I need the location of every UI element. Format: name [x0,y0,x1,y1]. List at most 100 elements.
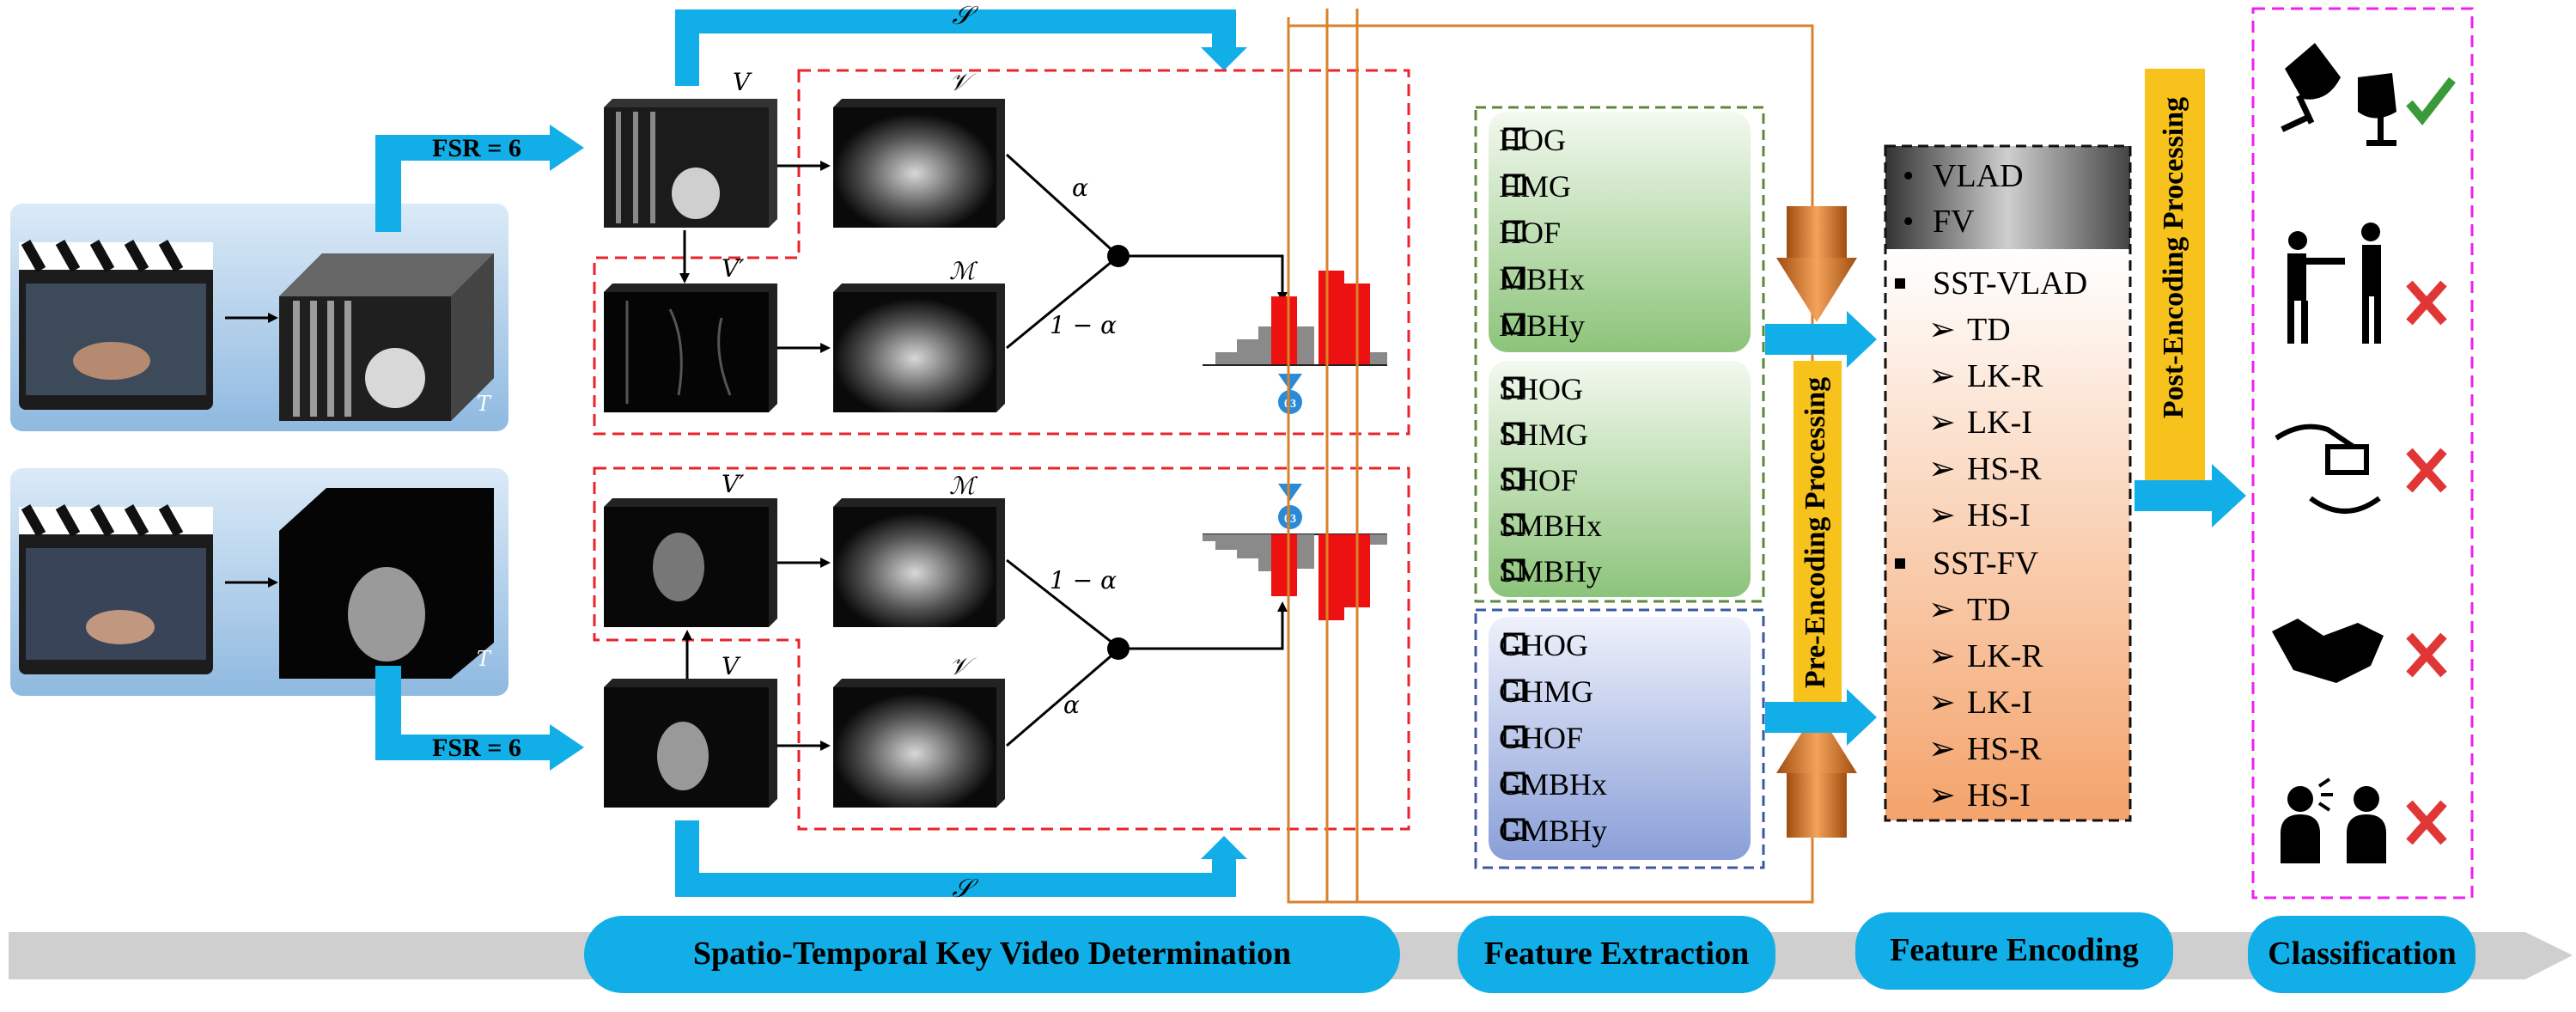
encoding-item: HS-I [1967,497,2031,533]
cross-icon [2406,632,2447,678]
encoding-item: HS-I [1967,777,2031,814]
blue-dashed-group [1474,608,1765,869]
temporal-axis-label: T [477,647,492,671]
pre-encoding-label: Pre-Encoding Processing [1800,377,1831,688]
classification-panel [2251,7,2474,899]
fusion-node-bottom: 1 − α α [1006,558,1288,747]
input-clip-top: T [10,204,509,431]
encoding-box: • VLAD • FV SST-VLAD ➢ TD ➢ LK-R ➢ LK-I … [1884,144,2132,822]
input-clip-bottom: T [10,468,509,696]
medal-label: 03 [1284,398,1296,411]
handshake-icon [2272,619,2384,683]
feature-box-group3: GHOG GHMG GHOF GMBHx GMBHy [1489,617,1751,860]
v-label: V [722,652,741,680]
temporal-axis-label: T [477,392,492,416]
orange-connectors [1287,9,1814,904]
one-minus-alpha-label: 1 − α [1050,566,1117,594]
encoding-item: FV [1933,204,1975,240]
saliency-map-v-top: 𝒱 [833,68,1005,228]
fsr-label: FSR = 6 [432,134,521,162]
feature-box-group1: HOG HMG HOF MBHx MBHy [1489,112,1751,352]
encoding-item: HS-R [1967,451,2042,487]
punch-figures-icon [2287,223,2381,344]
square-bullet-icon [1895,558,1905,569]
post-encoding-label: Post-Encoding Processing [2158,97,2189,418]
class-talk [2281,777,2447,863]
cross-icon [2406,448,2447,493]
pre-encoding-bar: Pre-Encoding Processing [1765,206,1877,838]
red-dashed-region-bottom [593,466,1410,831]
frame-v-prime-bottom: V′ [604,470,777,627]
arrow-bullet-icon: ➢ [1928,638,1956,674]
v-cal-label: 𝒱 [949,68,977,96]
arrow-bullet-icon: ➢ [1928,358,1956,394]
post-encoding-bar: Post-Encoding Processing [2134,69,2246,527]
encoding-item: LK-R [1967,638,2043,674]
encoding-item: LK-I [1967,685,2032,721]
feature-box-group2: SHOG SHMG SHOF SMBHx SMBHy [1489,361,1751,597]
people-talking-icon [2281,777,2386,863]
square-bullet-icon [1895,278,1905,289]
class-handshake [2272,619,2447,683]
arrow-bullet-icon: ➢ [1928,592,1956,628]
stage-pill-key-video: Spatio-Temporal Key Video Determination [584,916,1400,993]
alpha-label: α [1072,174,1088,202]
v-prime-label: V′ [722,254,745,283]
stage-pill-feature-encoding: Feature Encoding [1855,912,2173,990]
class-toast [2281,43,2456,146]
clapper-icon [19,240,213,272]
arrow-bullet-icon: ➢ [1928,312,1956,348]
stage-label: Classification [2268,936,2457,972]
bullet-icon: • [1903,204,1914,240]
encoding-item: TD [1967,312,2011,348]
check-icon [2406,76,2456,125]
fsr-arrow-top: FSR = 6 [375,125,584,232]
medal-label: 03 [1284,513,1296,526]
cross-icon [2406,280,2447,326]
frame-v-prime-top: V′ [604,254,777,412]
arrow-bullet-icon: ➢ [1928,685,1956,721]
medal-icon: 03 [1278,374,1302,414]
class-hand-over [2275,424,2447,514]
encoding-group-title: SST-VLAD [1933,265,2087,302]
encoding-item: HS-R [1967,731,2042,767]
fsr-arrow-bottom: FSR = 6 [375,666,584,771]
frame-v-bottom: V [604,652,777,808]
encoding-item: TD [1967,592,2011,628]
s-arrow-bottom: 𝒮 [675,820,1247,904]
saliency-map-m-top: ℳ [833,257,1005,412]
arrow-bullet-icon: ➢ [1928,405,1956,441]
encoding-group-title: SST-FV [1933,546,2039,582]
arrow-bullet-icon: ➢ [1928,497,1956,533]
medal-icon: 03 [1278,484,1302,529]
red-dashed-region-top [593,69,1410,436]
arrow-bullet-icon: ➢ [1928,451,1956,487]
encoding-item: VLAD [1933,158,2024,194]
fusion-node-top: α 1 − α [1005,153,1288,350]
v-cal-label: 𝒱 [949,652,977,680]
key-frame-histogram-top: 03 [1203,271,1387,414]
arrow-bullet-icon: ➢ [1928,731,1956,767]
class-punch [2287,223,2447,344]
fsr-label: FSR = 6 [432,734,521,762]
money-hands-icon [2275,424,2381,514]
encoding-item: LK-R [1967,358,2043,394]
cross-icon [2406,800,2447,845]
stage-pill-classification: Classification [2248,916,2476,993]
saliency-map-v-bottom: 𝒱 [833,652,1005,808]
toast-glasses-icon [2281,43,2396,146]
m-cal-label: ℳ [949,472,978,500]
stage-pill-feature-extraction: Feature Extraction [1458,916,1775,993]
one-minus-alpha-label: 1 − α [1050,311,1117,339]
stage-label: Spatio-Temporal Key Video Determination [693,936,1291,972]
m-cal-label: ℳ [949,257,978,285]
encoding-item: LK-I [1967,405,2032,441]
stage-label: Feature Extraction [1484,936,1750,972]
arrow-bullet-icon: ➢ [1928,777,1956,814]
saliency-map-m-bottom: ℳ [833,472,1005,627]
bullet-icon: • [1903,158,1914,194]
checkbox-icons [1503,127,1526,840]
v-label: V [733,68,752,96]
stage-label: Feature Encoding [1890,932,2139,968]
